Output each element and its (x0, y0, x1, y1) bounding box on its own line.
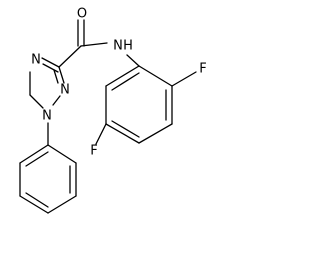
triazole-ring (29, 45, 82, 109)
atom-o: O (77, 7, 87, 22)
atom-labels: O N H N N N F F (31, 7, 207, 159)
dfp-bond-1 (138, 65, 173, 87)
dfp-bond-6 (105, 65, 140, 87)
atom-n1: N (42, 109, 52, 124)
dfp-bond-4-inner (111, 120, 140, 138)
atom-n4: N (31, 53, 41, 68)
atom-f-right: F (199, 62, 206, 77)
dfp-bond-4 (105, 123, 140, 144)
atom-nh-n: N (113, 39, 123, 54)
bond-c-f-left (95, 123, 107, 145)
ph-bond-6-inner (25, 151, 49, 167)
bond-c3-n2-b (53, 69, 59, 84)
ph-bond-4 (19, 195, 49, 214)
difluorophenyl-ring (95, 65, 197, 145)
bond-n1-n2 (52, 95, 61, 106)
structure-diagram: O N H N N N F F (19, 6, 207, 214)
bond-c3-n4-b (42, 63, 59, 73)
bond-c3-carbonyl (58, 45, 82, 68)
ph-bond-3 (47, 195, 77, 214)
bond-c3-n4-a (41, 57, 60, 68)
bond-c5-n1 (29, 94, 44, 109)
bond-c-n-amide (80, 42, 108, 47)
bond-n-aryl (126, 54, 140, 67)
carbonyl-group (77, 19, 108, 47)
atom-nh-h: H (123, 39, 133, 54)
atom-n2: N (60, 83, 70, 98)
bond-c-f-right (171, 71, 197, 87)
phenyl-ring (19, 144, 77, 214)
dfp-bond-6-inner (111, 72, 140, 91)
ph-bond-4-inner (25, 192, 49, 208)
ph-bond-1 (47, 144, 77, 164)
bond-c3-n2-a (58, 66, 65, 84)
dfp-bond-3 (138, 123, 173, 144)
molecule-drawing: O N H N N N F F (19, 7, 207, 214)
atom-f-left: F (90, 144, 97, 159)
ph-bond-6 (19, 144, 49, 164)
